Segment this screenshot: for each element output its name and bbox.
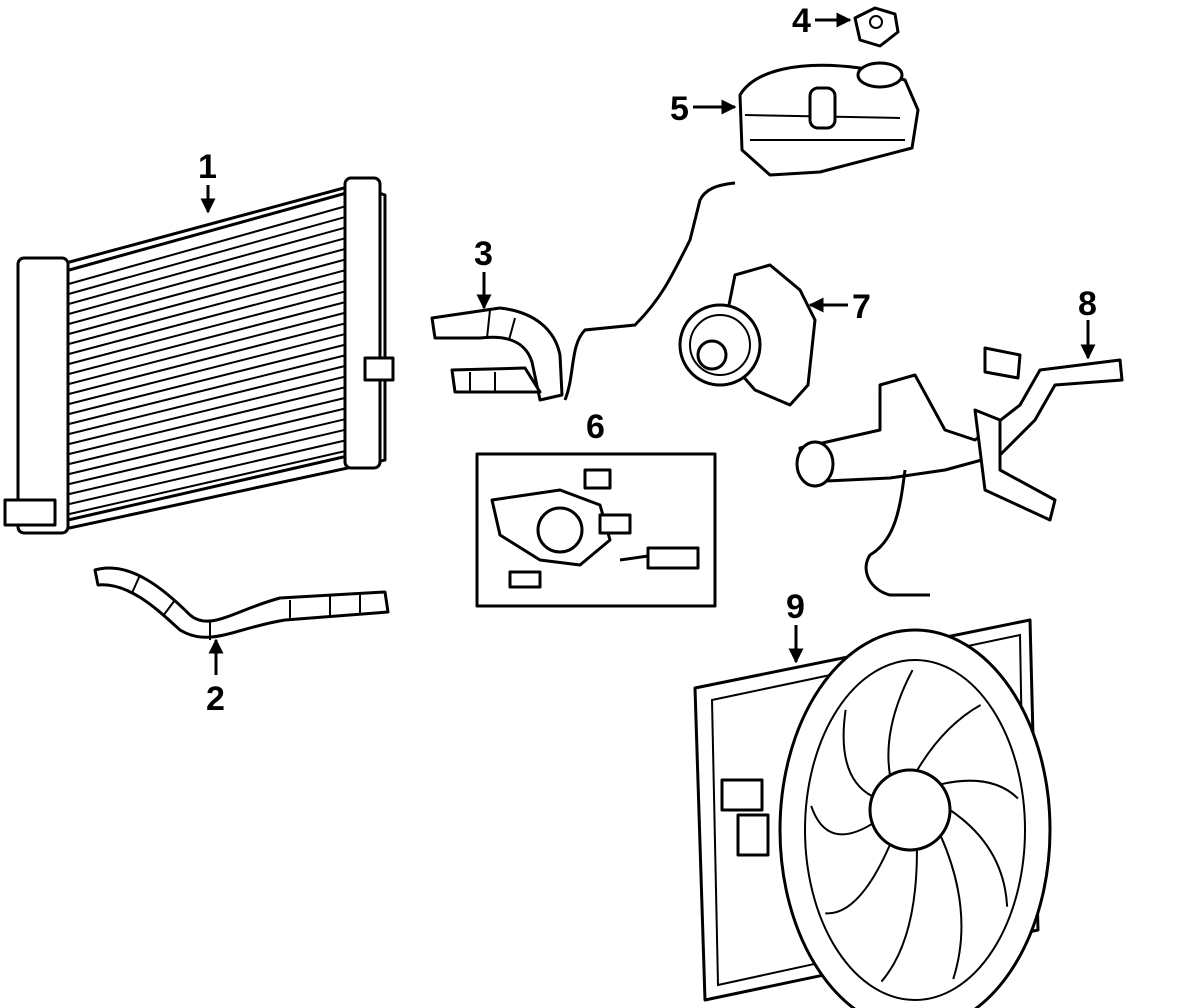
svg-text:8: 8 [1078, 285, 1097, 323]
svg-text:5: 5 [670, 90, 689, 128]
radiator-icon [3, 176, 395, 535]
svg-text:7: 7 [852, 288, 871, 326]
cooling-fan-assembly-icon [693, 618, 1052, 1008]
callout-2: 2 [206, 638, 225, 718]
callout-5: 5 [670, 90, 737, 128]
coolant-reservoir-icon [738, 61, 920, 177]
water-pump-icon [678, 263, 817, 407]
lower-hose-icon [93, 566, 390, 640]
thermostat-housing-icon [475, 452, 717, 608]
svg-text:4: 4 [792, 2, 811, 40]
reservoir-cap-icon [853, 6, 900, 48]
callout-1: 1 [198, 148, 217, 214]
svg-text:6: 6 [586, 408, 605, 446]
callout-8: 8 [1078, 285, 1097, 360]
callout-4: 4 [792, 2, 852, 40]
callout-9: 9 [786, 588, 805, 664]
svg-text:9: 9 [786, 588, 805, 626]
callout-7: 7 [808, 288, 871, 326]
svg-text:2: 2 [206, 680, 225, 718]
upper-hose-icon [430, 181, 736, 402]
coolant-pipe-icon [795, 346, 1124, 597]
callout-6: 6 [586, 408, 605, 446]
callout-3: 3 [474, 235, 493, 310]
svg-text:1: 1 [198, 148, 217, 186]
svg-text:3: 3 [474, 235, 493, 273]
